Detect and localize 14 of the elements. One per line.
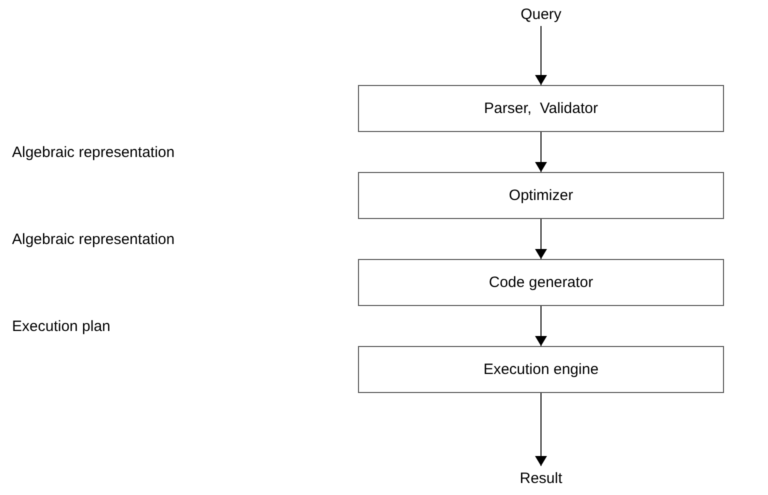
flow-endpoint-text: Query — [500, 2, 582, 26]
flow-endpoint-text: Result — [500, 466, 582, 490]
arrow — [535, 392, 547, 466]
process-box: Parser, Validator — [358, 85, 724, 132]
arrow — [535, 218, 547, 260]
data-format-label: Execution plan — [12, 318, 110, 335]
process-box: Optimizer — [358, 172, 724, 219]
data-format-label: Algebraic representation — [12, 231, 175, 248]
data-format-label: Algebraic representation — [12, 144, 175, 161]
process-box: Execution engine — [358, 346, 724, 393]
arrow — [535, 306, 547, 346]
process-box: Code generator — [358, 259, 724, 306]
arrow — [535, 26, 547, 86]
arrow — [535, 132, 547, 172]
